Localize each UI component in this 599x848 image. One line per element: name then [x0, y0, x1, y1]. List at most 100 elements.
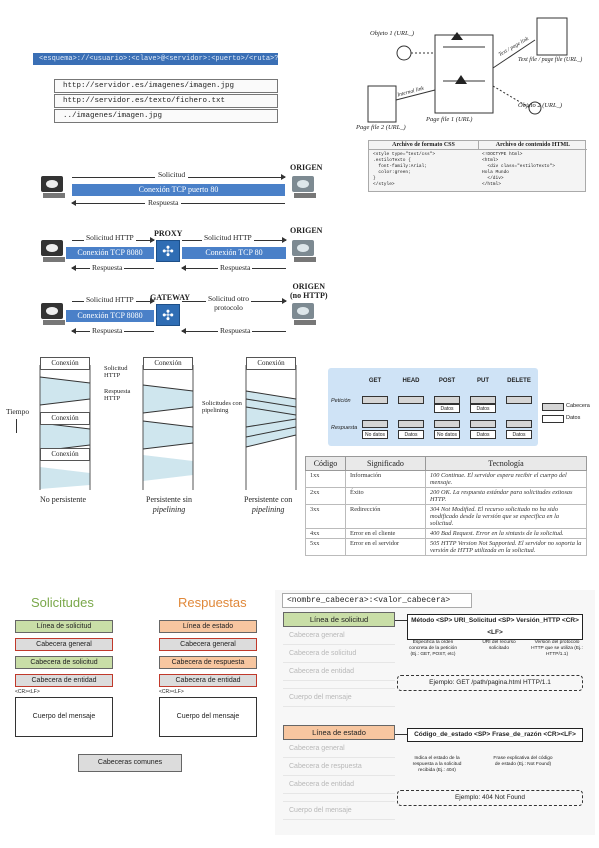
origen-label: ORIGEN [290, 163, 323, 172]
method-name: GET [368, 378, 382, 384]
status-line-format: Código_de_estado <SP> Frase_de_razón <CR… [407, 728, 583, 742]
css-table-header: Archivo de formato CSS [369, 141, 478, 150]
method-name: HEAD [402, 378, 420, 384]
html-code-line: </div> [482, 176, 504, 181]
hypertext-diagram [367, 17, 568, 123]
proxy-label: PROXY [154, 229, 183, 238]
table-cell: 200 OK. La respuesta estándar para solic… [425, 487, 587, 505]
method-response-header [398, 420, 424, 428]
structure-item: Cabecera general [15, 638, 113, 651]
proxy-icon [156, 240, 180, 262]
server-computer-icon [292, 240, 318, 262]
common-headers-box: Cabeceras comunes [78, 754, 182, 772]
persistence-timeline [39, 365, 297, 490]
header-syntax: <nombre_cabecera>:<valor_cabecera> [282, 593, 472, 608]
url-example-1: http://servidor.es/imagenes/imagen.jpg [54, 79, 278, 93]
format-row: Cuerpo del mensaje [283, 689, 395, 707]
gateway-label: GATEWAY [150, 293, 191, 302]
html-code-line: </html> [482, 182, 501, 187]
crlf-label: <CR><LF> [159, 689, 184, 695]
method-data-box: Datos [470, 430, 496, 439]
format-row: Cabecera de solicitud [283, 645, 395, 663]
structure-item: Cabecera de respuesta [159, 656, 257, 669]
tcp-80-bar: Conexión TCP 80 [182, 247, 286, 259]
legend-data-label: Datos [566, 415, 581, 421]
method-name: DELETE [507, 378, 531, 384]
request-other-line-1: Solicitud otro [208, 294, 250, 303]
method-data-box: Datos [470, 404, 496, 413]
css-code: <style type="text/css">.estiloTexto { fo… [373, 152, 435, 188]
client-computer-icon [41, 176, 67, 198]
table-cell: Redirección [345, 504, 426, 529]
tcp-8080-bar: Conexión TCP 8080 [66, 310, 154, 322]
method-data-box: Datos [506, 430, 532, 439]
legend-data-swatch [542, 415, 564, 423]
request-label: Solicitud HTTP [84, 295, 136, 304]
table-cell: Información [345, 470, 426, 488]
request-other-protocol-label: Solicitud otro protocolo [206, 294, 252, 312]
css-code-line: color:green; [373, 170, 411, 175]
client-computer-icon [41, 303, 67, 325]
css-code-line: font-family:Arial; [373, 164, 428, 169]
request-line-notes: Especifica la orden concreta de la petic… [407, 640, 583, 670]
http-request-label: Solicitud HTTP [104, 365, 128, 379]
conn-box: Conexión [40, 412, 90, 425]
caption-persistent-pipelining: Persistente con pipelining [244, 495, 292, 515]
format-row: Cabecera de respuesta [283, 758, 395, 776]
html-code-line: <!DOCTYPE html> [482, 152, 523, 157]
table-cell: 100 Continue. El servidor espera recibir… [425, 470, 587, 488]
method-data-box: Datos [398, 430, 424, 439]
row-label-request: Petición [331, 398, 351, 404]
response-label-right: Respuesta [218, 326, 253, 335]
response-label: Respuesta [145, 198, 182, 207]
caption-line: pipelining [251, 505, 285, 514]
table-cell: 505 HTTP Version Not Supported. El servi… [425, 538, 587, 556]
conn-box: Conexión [40, 448, 90, 461]
css-code-line: </style> [373, 182, 395, 187]
requests-title: Solicitudes [31, 595, 94, 610]
format-note: Especifica la orden concreta de la petic… [409, 640, 457, 657]
structure-item: Cabecera de solicitud [15, 656, 113, 669]
structure-item: Línea de solicitud [15, 620, 113, 633]
caption-non-persistent: No persistente [40, 495, 86, 504]
method-response-header [506, 420, 532, 428]
col-header: Código [305, 456, 346, 471]
method-request-header [362, 396, 388, 404]
conn-box: Conexión [143, 357, 193, 370]
label-text-file: Text file / page file (URL_) [518, 57, 583, 63]
format-row [283, 681, 395, 689]
origen-label-line-2: (no HTTP) [290, 291, 328, 300]
format-line-box: Línea de estado [283, 725, 395, 740]
legend-header-label: Cabecera [566, 403, 590, 409]
css-html-table: Archivo de formato CSS Archivo de conten… [368, 140, 587, 192]
css-code-line: <style type="text/css"> [373, 152, 436, 157]
format-note: Frase explicativa del código de estado (… [493, 756, 553, 767]
format-row: Cuerpo del mensaje [283, 802, 395, 820]
server-computer-icon [292, 176, 318, 198]
format-row: Cabecera de entidad [283, 776, 395, 794]
time-label: Tiempo [6, 407, 30, 416]
request-label: Solicitud HTTP [84, 233, 136, 242]
structure-item: Cabecera de entidad [15, 674, 113, 687]
label-page-file-2: Page file 2 (URL_) [356, 124, 406, 131]
response-label: Respuesta [90, 263, 125, 272]
responses-title: Respuestas [178, 595, 247, 610]
col-header: Significado [345, 456, 426, 471]
time-arrow [16, 419, 17, 433]
format-row: Cabecera de entidad [283, 663, 395, 681]
request-example: Ejemplo: GET /path/pagina.html HTTP/1.1 [397, 675, 583, 691]
caption-line: Persistente con [244, 495, 293, 504]
css-code-line: .estiloTexto { [373, 158, 411, 163]
format-row: Cabecera general [283, 740, 395, 758]
caption-line: Persistente sin [146, 495, 192, 504]
table-cell: 304 Not Modified. El recurso solicitado … [425, 504, 587, 529]
table-cell: 2xx [305, 487, 346, 505]
url-example-3: ../imagenes/imagen.jpg [54, 109, 278, 123]
origen-label: ORIGEN [290, 226, 323, 235]
